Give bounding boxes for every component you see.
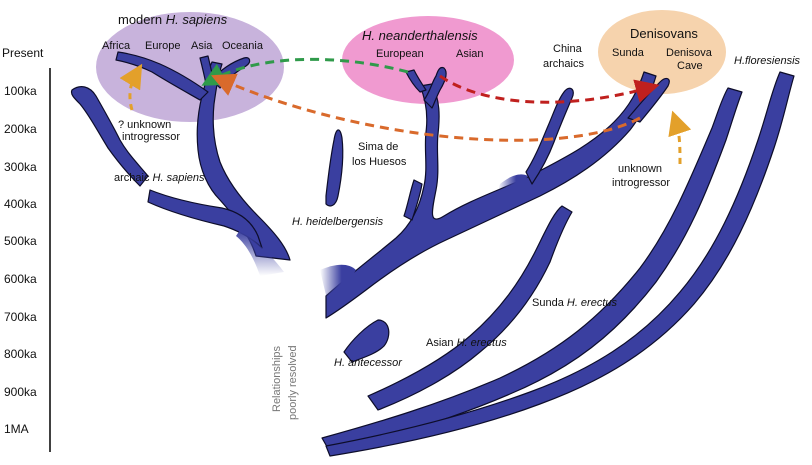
axis-tick-800ka: 800ka bbox=[4, 347, 37, 361]
denisovan-title: Denisovans bbox=[630, 26, 698, 41]
labels: modern H. sapiens Africa Europe Asia Oce… bbox=[102, 12, 801, 420]
branch-sunda-erectus bbox=[321, 87, 743, 453]
branch-asian-erectus bbox=[367, 205, 573, 411]
fade-base-china bbox=[498, 174, 528, 190]
pop-european: European bbox=[376, 48, 424, 60]
arrow-neanderthal-to-sapiens bbox=[201, 57, 409, 86]
sima-label-1: Sima de bbox=[358, 141, 398, 153]
axis-tick-500ka: 500ka bbox=[4, 234, 37, 248]
denisovan-ellipse bbox=[598, 10, 726, 94]
arrow-neanderthal-to-denisovan bbox=[439, 74, 660, 104]
branch-neanderthal-denisovan-trunk bbox=[325, 71, 657, 319]
branch-antecessor bbox=[343, 319, 390, 363]
sapiens-title: modern H. sapiens bbox=[118, 12, 228, 27]
neanderthal-title: H. neanderthalensis bbox=[362, 28, 478, 43]
branch-china-archaics bbox=[525, 87, 574, 185]
pop-asia: Asia bbox=[191, 40, 213, 52]
floresiensis-label: H.floresiensis bbox=[734, 55, 801, 67]
pop-asian-neanderthal: Asian bbox=[456, 48, 484, 60]
archaic-sapiens-label: archaic H. sapiens bbox=[114, 172, 205, 184]
arrow-unknown-to-denisovan bbox=[668, 110, 692, 165]
relationships-label-1: Relationships bbox=[271, 345, 283, 412]
asian-erectus-label: Asian H. erectus bbox=[426, 337, 507, 349]
pop-africa: Africa bbox=[102, 40, 131, 52]
sunda-erectus-label: Sunda H. erectus bbox=[532, 297, 618, 309]
axis-tick-200ka: 200ka bbox=[4, 122, 37, 136]
branch-heidelbergensis bbox=[325, 129, 344, 207]
axis-tick-present: Present bbox=[2, 46, 44, 60]
arrow-denisovan-to-sapiens bbox=[210, 73, 641, 142]
unknown-left-label-1: ? unknown bbox=[118, 119, 171, 131]
unknown-left-label-2: introgressor bbox=[122, 131, 180, 143]
sapiens-ellipse bbox=[96, 12, 284, 122]
introgression-arrows bbox=[119, 57, 692, 165]
relationships-label-2: poorly resolved bbox=[287, 345, 299, 420]
axis-tick-400ka: 400ka bbox=[4, 197, 37, 211]
pop-cave: Cave bbox=[677, 60, 703, 72]
unknown-right-label-1: unknown bbox=[618, 163, 662, 175]
fade-base-trunk bbox=[320, 264, 356, 312]
unknown-right-label-2: introgressor bbox=[612, 177, 670, 189]
axis-tick-100ka: 100ka bbox=[4, 84, 37, 98]
axis-tick-900ka: 900ka bbox=[4, 385, 37, 399]
branch-floresiensis bbox=[325, 71, 795, 457]
fade-base-sapiens bbox=[236, 230, 284, 276]
sima-label-2: los Huesos bbox=[352, 156, 407, 168]
neanderthal-ellipse bbox=[342, 16, 514, 104]
china-label-2: archaics bbox=[543, 58, 584, 70]
pop-denisova: Denisova bbox=[666, 47, 713, 59]
branch-sima bbox=[403, 179, 423, 221]
china-label-1: China bbox=[553, 43, 583, 55]
branch-unknown-archaic-left bbox=[70, 86, 149, 187]
time-axis: Present 100ka 200ka 300ka 400ka 500ka 60… bbox=[2, 46, 51, 452]
pop-sunda-denisovan: Sunda bbox=[612, 47, 645, 59]
pop-europe: Europe bbox=[145, 40, 180, 52]
axis-tick-300ka: 300ka bbox=[4, 160, 37, 174]
axis-tick-600ka: 600ka bbox=[4, 272, 37, 286]
antecessor-label: H. antecessor bbox=[334, 357, 403, 369]
axis-tick-700ka: 700ka bbox=[4, 310, 37, 324]
axis-tick-1ma: 1MA bbox=[4, 422, 29, 436]
heidelbergensis-label: H. heidelbergensis bbox=[292, 216, 384, 228]
branch-neanderthal-european bbox=[405, 69, 427, 93]
branches bbox=[70, 51, 795, 457]
arrow-unknown-to-africa bbox=[119, 63, 143, 111]
pop-oceania: Oceania bbox=[222, 40, 264, 52]
